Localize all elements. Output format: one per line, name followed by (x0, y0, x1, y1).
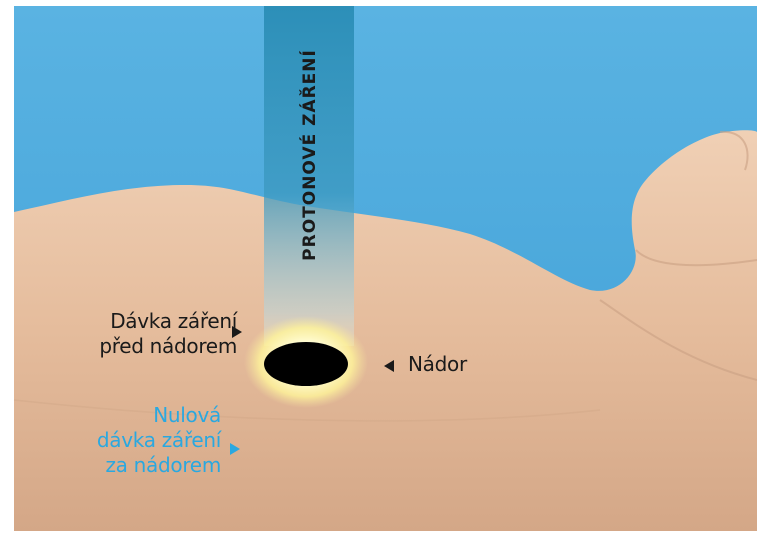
beam-label: PROTONOVÉ ZÁŘENÍ (300, 49, 320, 261)
zero-dose-label: Nulová dávka záření za nádorem (97, 403, 221, 478)
tumor-arrow-icon (384, 360, 394, 372)
dose-before-line-1: Dávka záření (99, 309, 237, 334)
zero-dose-arrow-icon (230, 443, 240, 455)
dose-before-arrow-icon (232, 326, 242, 338)
dose-before-label: Dávka záření před nádorem (99, 309, 237, 359)
tumor-label: Nádor (408, 352, 467, 377)
zero-dose-line-1: Nulová (97, 403, 221, 428)
zero-dose-line-2: dávka záření (97, 428, 221, 453)
zero-dose-line-3: za nádorem (97, 453, 221, 478)
tumor (264, 342, 348, 386)
dose-before-line-2: před nádorem (99, 334, 237, 359)
